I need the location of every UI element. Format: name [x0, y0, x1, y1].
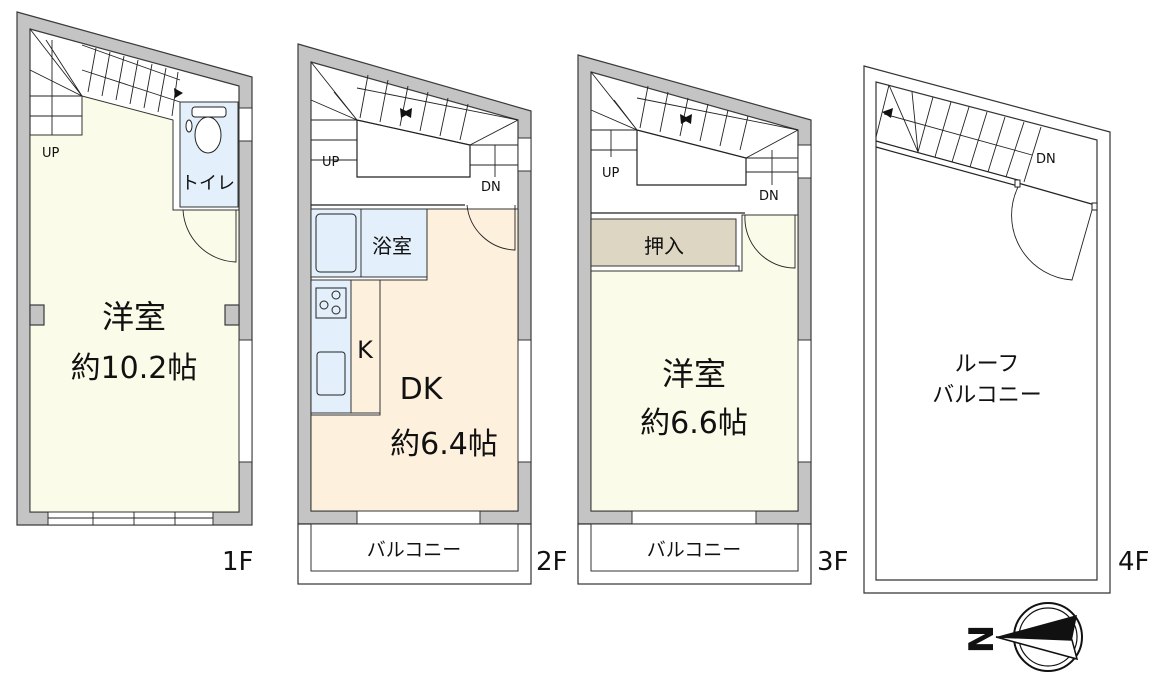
room-western-1f: [29, 95, 240, 513]
staircase-3f: [590, 71, 799, 186]
window: [238, 339, 253, 463]
room-size-western-3f: 約6.6帖: [640, 406, 748, 441]
window: [797, 144, 812, 179]
window: [517, 137, 532, 172]
roof-balcony-4f: [863, 65, 1111, 594]
stairs-down-label-2f: DN: [481, 180, 501, 195]
room-size-dk-2f: 約6.4帖: [390, 427, 498, 462]
compass-north-label: N: [962, 625, 1002, 653]
floor-label-3f: 3F: [817, 547, 849, 577]
staircase-1f: [29, 28, 183, 135]
room-dk-2f: [310, 208, 519, 512]
room-label-closet-3f: 押入: [644, 234, 684, 258]
door-3f: [744, 214, 796, 269]
floor-label-4f: 4F: [1118, 547, 1150, 577]
window: [47, 511, 214, 526]
room-label-bath-2f: 浴室: [372, 234, 412, 258]
room-label-dk-2f: DK: [400, 372, 444, 407]
room-label-toilet-1f: トイレ: [181, 173, 235, 194]
window: [356, 510, 481, 525]
room-label-western-1f: 洋室: [102, 298, 166, 336]
window: [517, 339, 532, 463]
staircase-2f: [310, 61, 519, 178]
door-4f: [1011, 186, 1093, 281]
floor-label-1f: 1F: [222, 547, 254, 577]
arrow-icon: [682, 114, 692, 124]
floor-2f: [297, 43, 532, 585]
stairs-up-label-1f: UP: [42, 146, 60, 161]
room-size-western-1f: 約10.2帖: [71, 351, 198, 386]
room-label-roof-balcony-line1: ルーフ: [955, 352, 1020, 377]
room-western-3f: [590, 214, 799, 512]
floor-3f: [577, 54, 812, 585]
north-arrow-icon: [995, 602, 1083, 672]
arrow-icon: [174, 88, 183, 98]
floor-1f: [16, 11, 253, 526]
stove-icon: [315, 287, 347, 319]
window: [797, 339, 812, 463]
toilet-icon: [185, 106, 227, 154]
door-2f: [466, 204, 516, 251]
room-label-balcony-3f: バルコニー: [647, 539, 742, 561]
window: [631, 510, 757, 525]
sink-icon: [316, 351, 346, 396]
arrow-icon: [402, 108, 412, 118]
room-label-balcony-2f: バルコニー: [367, 539, 462, 561]
stairs-up-label-3f: UP: [602, 166, 620, 181]
arrow-icon: [882, 108, 893, 118]
room-label-kitchen-2f: K: [357, 336, 374, 364]
floor-4f: [863, 65, 1111, 594]
stairs-up-label-2f: UP: [322, 155, 340, 170]
stairs-down-label-4f: DN: [1036, 152, 1056, 167]
stairs-down-label-3f: DN: [759, 189, 779, 204]
door-1f: [182, 209, 237, 263]
window: [238, 107, 253, 142]
room-closet-3f: [590, 218, 737, 267]
room-label-western-3f: 洋室: [662, 355, 726, 393]
floor-label-2f: 2F: [536, 547, 568, 577]
staircase-4f: [875, 84, 1096, 206]
room-label-roof-balcony-line2: バルコニー: [932, 383, 1042, 408]
bathtub-icon: [315, 213, 357, 273]
